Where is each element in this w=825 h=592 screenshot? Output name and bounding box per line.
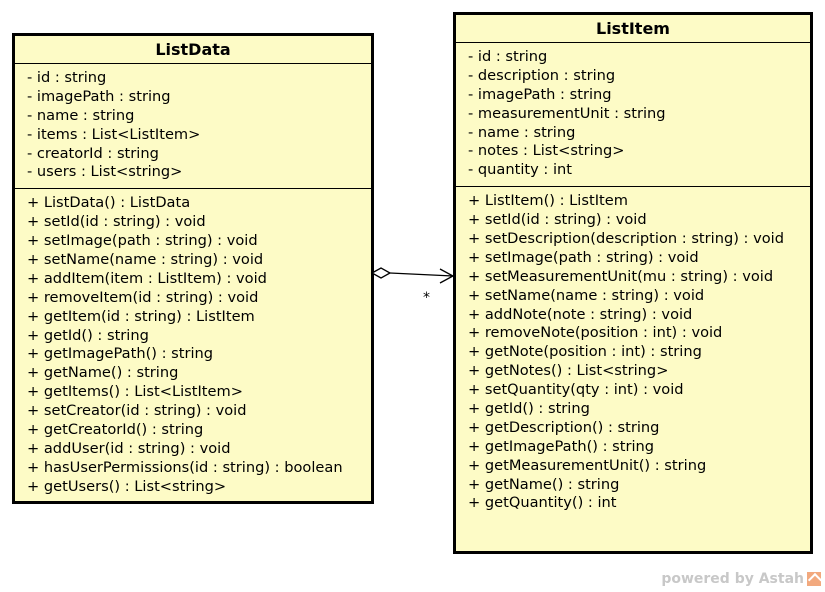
attribute-row: - id : string [27,69,107,86]
attribute-row: - description : string [468,66,616,84]
class-listitem[interactable]: ListItem - id : string- description : st… [453,12,813,554]
operations-compartment: + ListData() : ListData+ setId(id : stri… [15,189,371,502]
operation-row: + removeNote(position : int) : void [468,324,723,342]
operation-row: + addNote(note : string) : void [468,305,693,323]
operation-row: + setImage(path : string) : void [27,232,258,250]
operation-row: + setDescription(description : string) :… [468,230,784,248]
operation-row: + getImagePath() : string [468,437,655,455]
operation-row: + setId(id : string) : void [468,211,647,229]
attributes-compartment: - id : string- imagePath : string- name … [15,64,371,190]
operation-row: + getItem(id : string) : ListItem [27,307,255,325]
association-line [389,272,454,277]
operation-row: + getQuantity() : int [468,494,617,512]
operation-row: + getImagePath() : string [27,345,214,363]
operation-row: + getName() : string [468,475,620,493]
operation-row: + getMeasurementUnit() : string [468,456,707,474]
navigability-arrowhead [439,268,455,284]
attribute-row: - quantity : int [468,161,572,179]
operation-row: + getId() : string [468,400,590,418]
operation-row: + getItems() : List<ListItem> [27,383,243,401]
attribute-row: - name : string [27,106,135,124]
operation-row: + setId(id : string) : void [27,213,206,231]
operation-row: + ListItem() : ListItem [468,192,628,210]
class-listdata[interactable]: ListData - id : string- imagePath : stri… [12,33,374,504]
attribute-row: - items : List<ListItem> [27,125,201,143]
class-name: ListItem [456,15,810,43]
operations-compartment: + ListItem() : ListItem+ setId(id : stri… [456,187,810,519]
attribute-row: - imagePath : string [27,87,171,105]
attribute-row: - creatorId : string [27,144,159,162]
operation-row: + ListData() : ListData [27,194,191,212]
class-name: ListData [15,36,371,64]
association-multiplicity: * [423,290,430,306]
operation-row: + setName(name : string) : void [468,286,705,304]
attributes-compartment: - id : string- description : string- ima… [456,43,810,188]
attribute-row: - id : string [468,48,548,65]
powered-by-footer: powered by Astah [661,571,821,587]
operation-row: + getNote(position : int) : string [468,343,702,361]
attribute-row: - users : List<string> [27,163,183,181]
operation-row: + setMeasurementUnit(mu : string) : void [468,267,774,285]
aggregation-diamond [370,267,392,279]
operation-row: + setCreator(id : string) : void [27,402,247,420]
operation-row: + removeItem(id : string) : void [27,288,259,306]
operation-row: + setName(name : string) : void [27,251,264,269]
operation-row: + setQuantity(qty : int) : void [468,381,684,399]
astah-logo-icon [807,572,821,586]
operation-row: + getDescription() : string [468,418,660,436]
attribute-row: - imagePath : string [468,85,612,103]
powered-by-text: powered by Astah [661,571,804,587]
operation-row: + getName() : string [27,364,179,382]
operation-row: + addItem(item : ListItem) : void [27,269,267,287]
operation-row: + setImage(path : string) : void [468,248,699,266]
operation-row: + getCreatorId() : string [27,421,204,439]
operation-row: + getUsers() : List<string> [27,477,227,495]
attribute-row: - name : string [468,123,576,141]
attribute-row: - notes : List<string> [468,142,625,160]
operation-row: + getId() : string [27,326,149,344]
attribute-row: - measurementUnit : string [468,104,666,122]
operation-row: + addUser(id : string) : void [27,439,231,457]
operation-row: + getNotes() : List<string> [468,362,669,380]
operation-row: + hasUserPermissions(id : string) : bool… [27,458,343,476]
